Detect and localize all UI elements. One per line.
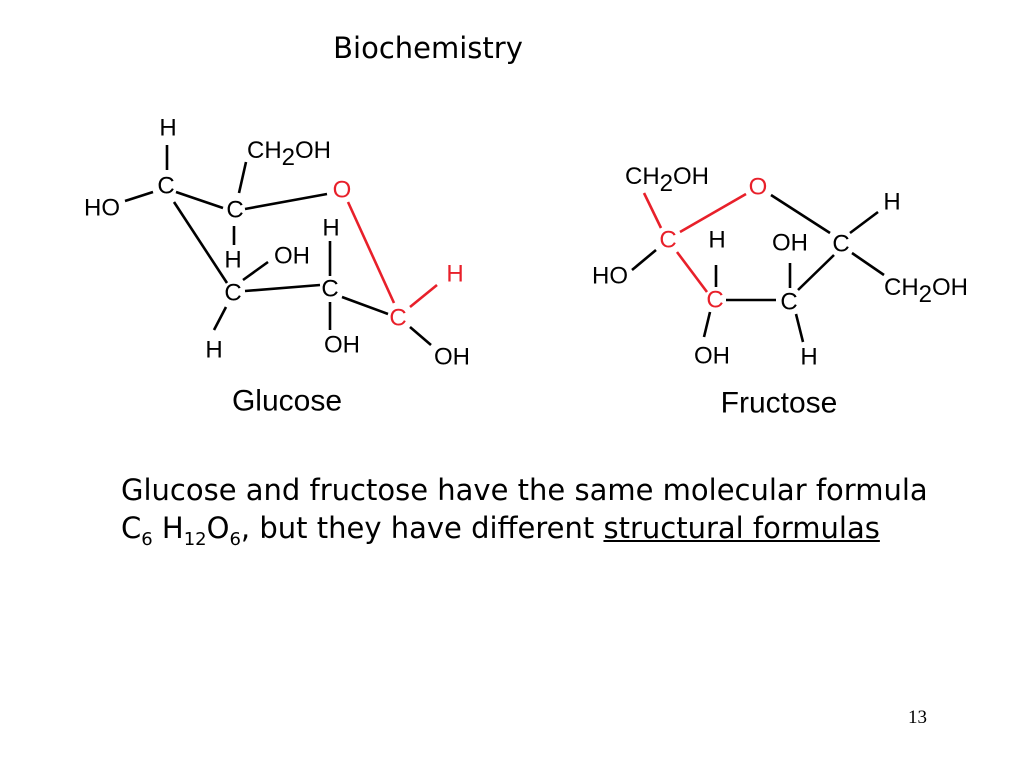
glucose-atom-label: C <box>226 197 243 224</box>
fructose-caption: Fructose <box>721 387 838 420</box>
glucose-bond <box>341 295 389 316</box>
fructose-atom-label: CH2OH <box>625 163 709 197</box>
fructose-atom-label: O <box>749 174 768 201</box>
glucose-atom-label: C <box>321 276 338 303</box>
glucose-atom-label: HO <box>84 195 120 222</box>
formula-carbon-count: 6 <box>141 529 153 550</box>
glucose-bond <box>409 326 432 346</box>
fructose-atom-label: C <box>780 289 797 316</box>
fructose-bond-highlight <box>642 192 663 229</box>
page-number: 13 <box>908 707 927 728</box>
glucose-atom-label: OH <box>324 332 360 359</box>
fructose-bond-highlight <box>675 251 709 293</box>
fructose-atom-label: H <box>708 227 725 254</box>
fructose-bond <box>794 313 805 343</box>
formula-hydrogen: H <box>161 511 184 545</box>
fructose-bond <box>851 251 885 277</box>
fructose-atom-label: C <box>832 231 849 258</box>
fructose-bond <box>770 193 831 235</box>
glucose-bond <box>244 283 321 293</box>
fructose-bond <box>849 210 879 235</box>
fructose-atom-label: H <box>883 189 900 216</box>
formula-oxygen-count: 6 <box>229 529 241 550</box>
glucose-atom-label: H <box>159 115 176 142</box>
fructose-atom-label: OH <box>772 230 808 257</box>
formula-explanation: Glucose and fructose have the same molec… <box>121 471 1001 550</box>
body-line-1: Glucose and fructose have the same molec… <box>121 473 928 507</box>
fructose-bond <box>702 311 712 338</box>
fructose-bond-highlight <box>679 192 747 234</box>
formula-hydrogen-count: 12 <box>183 529 207 550</box>
glucose-caption: Glucose <box>232 385 342 418</box>
glucose-bond-highlight <box>346 201 396 304</box>
glucose-atom-label: H <box>446 261 463 288</box>
body-line-2: C6 H12O6, but they have different struct… <box>121 509 1001 550</box>
fructose-atom-label: C <box>659 227 676 254</box>
glucose-atom-label: OH <box>434 344 470 371</box>
glucose-bond <box>175 190 224 210</box>
formula-oxygen: O <box>206 511 230 545</box>
fructose-atom-label: H <box>800 344 817 371</box>
fructose-atom-label: C <box>706 287 723 314</box>
glucose-bond <box>124 190 154 203</box>
glucose-bond <box>237 161 248 194</box>
glucose-atom-label: H <box>205 337 222 364</box>
glucose-atom-label: H <box>224 247 241 274</box>
body-continuation: , but they have different <box>240 511 604 545</box>
fructose-atom-label: CH2OH <box>884 274 968 308</box>
formula-carbon: C <box>121 511 142 545</box>
glucose-atom-label: OH <box>274 243 310 270</box>
fructose-atom-label: OH <box>694 343 730 370</box>
glucose-atom-label: O <box>333 177 352 204</box>
fructose-atom-label: HO <box>592 263 628 290</box>
glucose-atom-label: C <box>157 173 174 200</box>
glucose-bond <box>172 201 229 284</box>
glucose-atom-label: C <box>224 280 241 307</box>
glucose-bond-highlight <box>409 283 438 309</box>
glucose-bond <box>244 192 328 211</box>
slide-title: Biochemistry <box>333 31 523 65</box>
glucose-atom-label: H <box>322 215 339 242</box>
fructose-bond <box>631 249 657 271</box>
glucose-bond <box>242 260 269 282</box>
fructose-bond <box>797 254 835 291</box>
glucose-atom-label: C <box>389 305 406 332</box>
glucose-atom-label: CH2OH <box>247 137 331 171</box>
glucose-bond <box>212 306 228 331</box>
structural-formulas-term: structural formulas <box>603 511 880 545</box>
